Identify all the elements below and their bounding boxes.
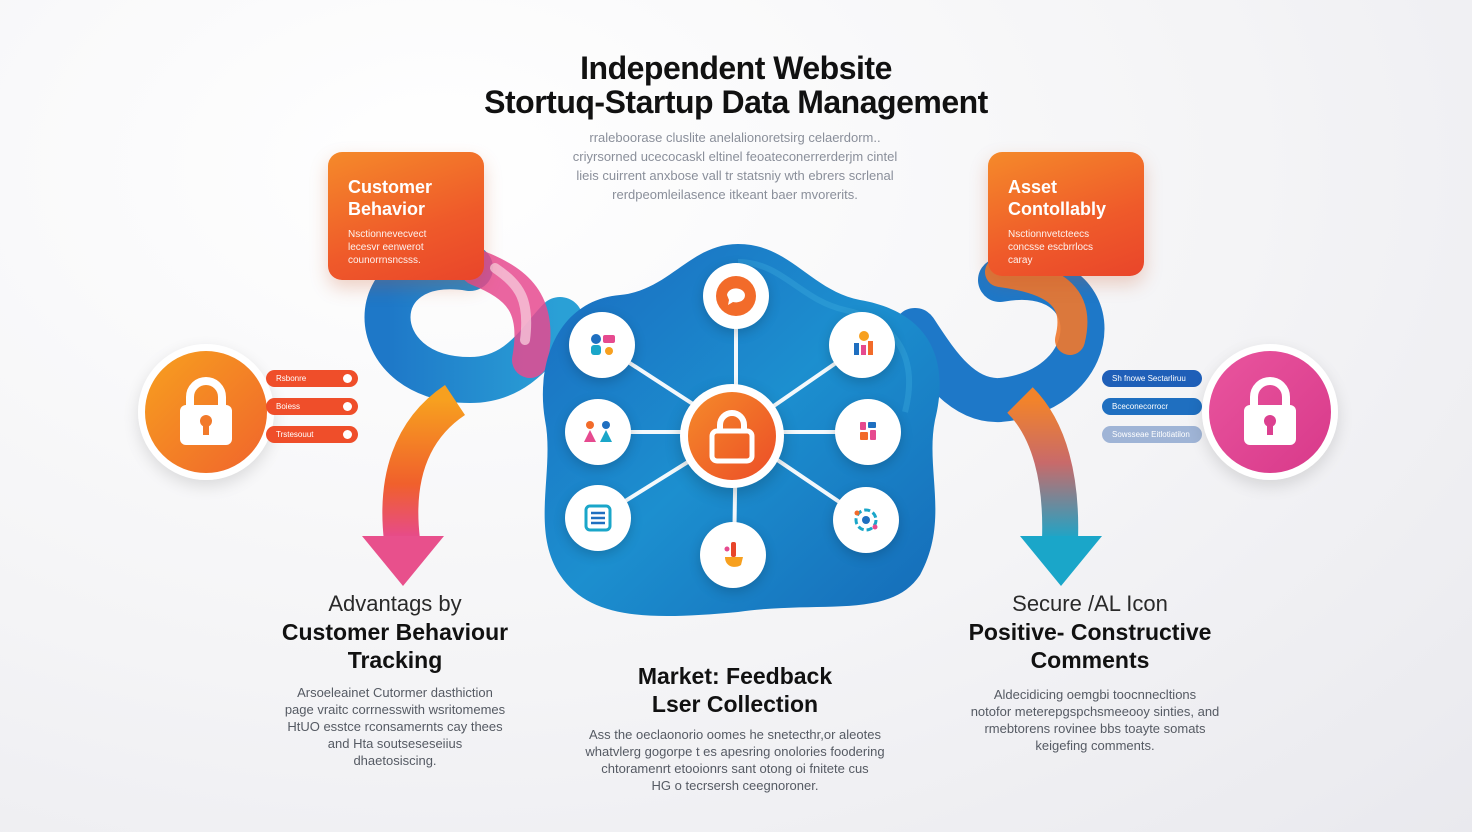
section-body-line: HtUO esstce rconsamernts cay thees — [287, 719, 503, 734]
section-body-line: whatvlerg gogorpe t es apesring onolorie… — [585, 744, 885, 759]
card-title-line: Contollably — [1008, 199, 1106, 219]
page-title-line-2: Stortuq-Startup Data Management — [484, 84, 988, 120]
card-title: Asset Contollably — [1008, 176, 1106, 220]
middle-section-title: Market: Feedback Lser Collection — [560, 662, 910, 718]
intro-line: lieis cuirrent anxbose vall tr statsniy … — [576, 168, 894, 183]
center-hub-inner — [688, 392, 776, 480]
pill-label: Boiess — [276, 402, 301, 411]
section-body-line: HG o tecrsersh ceegnoroner. — [651, 778, 819, 793]
node-lower-right — [833, 487, 899, 553]
section-title-line: Customer Behaviour — [281, 619, 509, 645]
pill-label: Sh fnowe Sectarliruu — [1112, 374, 1186, 383]
hand-pointer-icon — [724, 542, 743, 567]
right-pill-3: Sowsseae Eitlotiatilon — [1102, 426, 1202, 443]
node-upper-left — [569, 312, 635, 378]
pill-dot — [343, 374, 352, 383]
right-pill-1: Sh fnowe Sectarliruu — [1102, 370, 1202, 387]
intro-line: criyrsorned ucecocaskl eltinel feoatecon… — [572, 149, 898, 164]
right-section-body: Aldecidicing oemgbi toocnnecltions notof… — [920, 686, 1270, 754]
section-body-line: Aldecidicing oemgbi toocnnecltions — [993, 687, 1197, 702]
lock-icon — [1244, 377, 1296, 445]
card-title-line: Behavior — [348, 199, 426, 219]
left-section-body: Arsoeleainet Cutormer dasthiction page v… — [245, 684, 545, 769]
intro-paragraph: rraleboorase cluslite anelalionoretsirg … — [500, 128, 970, 204]
card-text: Nsctionnevecvect lecesvr eenwerot counor… — [348, 228, 468, 267]
customer-behavior-card: Customer Behavior Nsctionnevecvect leces… — [328, 152, 484, 280]
section-body-line: chtoramenrt etooionrs sant otong oi fnit… — [601, 761, 869, 776]
pill-dot — [343, 430, 352, 439]
people-chat-icon — [591, 334, 615, 355]
right-section-pre: Secure /AL Icon — [1012, 591, 1168, 616]
section-body-line: page vraitc corrnesswith wsritomemes — [284, 702, 506, 717]
team-icon — [584, 421, 612, 442]
data-blocks-icon — [860, 422, 876, 440]
node-mid-right — [835, 399, 901, 465]
section-body-line: Ass the oeclaonorio oomes he snetecthr,o… — [589, 727, 881, 742]
left-pill-2: Boiess — [266, 398, 358, 415]
node-upper-right — [829, 312, 895, 378]
right-section-title: Positive- Constructive Comments — [905, 618, 1275, 674]
document-list-icon — [584, 504, 612, 532]
lock-icon — [709, 410, 755, 464]
node-top — [703, 263, 769, 329]
analytics-person-icon — [854, 331, 873, 355]
section-body-line: notofor meterepgspchsmeeooy sinties, and — [970, 704, 1220, 719]
pill-label: Trstesouut — [276, 430, 314, 439]
pill-label: Rsbonre — [276, 374, 307, 383]
section-title-line: Market: Feedback — [637, 663, 833, 689]
card-text: Nsctionnvetcteecs concsse escbrrlocs car… — [1008, 228, 1128, 267]
asset-controllability-card: Asset Contollably Nsctionnvetcteecs conc… — [988, 152, 1144, 276]
left-pill-1: Rsbonre — [266, 370, 358, 387]
intro-line: rerdpeomleilasence itkeant baer mvorerit… — [612, 187, 858, 202]
card-title-line: Asset — [1008, 177, 1058, 197]
pill-label: Bceconecorrocr — [1112, 402, 1169, 411]
intro-line: rraleboorase cluslite anelalionoretsirg … — [589, 130, 881, 145]
right-lock-badge — [1202, 344, 1338, 480]
center-hub — [680, 384, 784, 488]
section-body-line: rmebtorens rovinee bbs toayte somats — [984, 721, 1206, 736]
node-mid-left — [565, 399, 631, 465]
card-title-line: Customer — [348, 177, 433, 197]
pill-label: Sowsseae Eitlotiatilon — [1112, 430, 1190, 439]
card-text-line: concsse escbrrlocs — [1008, 242, 1094, 253]
pill-dot — [343, 402, 352, 411]
left-section-title: Customer Behaviour Tracking — [225, 618, 565, 674]
chat-bubble-icon — [716, 276, 756, 316]
card-text-line: Nsctionnevecvect — [348, 229, 427, 240]
network-cycle-icon — [854, 508, 878, 532]
section-title-line: Lser Collection — [651, 691, 819, 717]
left-lock-badge — [138, 344, 274, 480]
section-title-line: Positive- Constructive — [968, 619, 1212, 645]
card-text-line: caray — [1008, 255, 1033, 266]
lock-icon — [180, 377, 232, 445]
left-pill-3: Trstesouut — [266, 426, 358, 443]
section-title-line: Comments — [1030, 647, 1150, 673]
node-lower-left — [565, 485, 631, 551]
section-body-line: keigefing comments. — [1035, 738, 1155, 753]
right-pill-2: Bceconecorrocr — [1102, 398, 1202, 415]
section-title-line: Tracking — [347, 647, 443, 673]
node-bottom — [700, 522, 766, 588]
middle-section-body: Ass the oeclaonorio oomes he snetecthr,o… — [555, 726, 915, 794]
left-section-pre: Advantags by — [328, 591, 462, 616]
card-text-line: lecesvr eenwerot — [348, 242, 424, 253]
section-body-line: dhaetosiscing. — [353, 753, 437, 768]
page-title-line-1: Independent Website — [580, 50, 892, 86]
section-body-line: Arsoeleainet Cutormer dasthiction — [297, 685, 493, 700]
card-text-line: counorrnsncsss. — [348, 255, 421, 266]
card-text-line: Nsctionnvetcteecs — [1008, 229, 1090, 240]
card-title: Customer Behavior — [348, 176, 432, 220]
section-body-line: and Hta soutseseseiius — [327, 736, 463, 751]
